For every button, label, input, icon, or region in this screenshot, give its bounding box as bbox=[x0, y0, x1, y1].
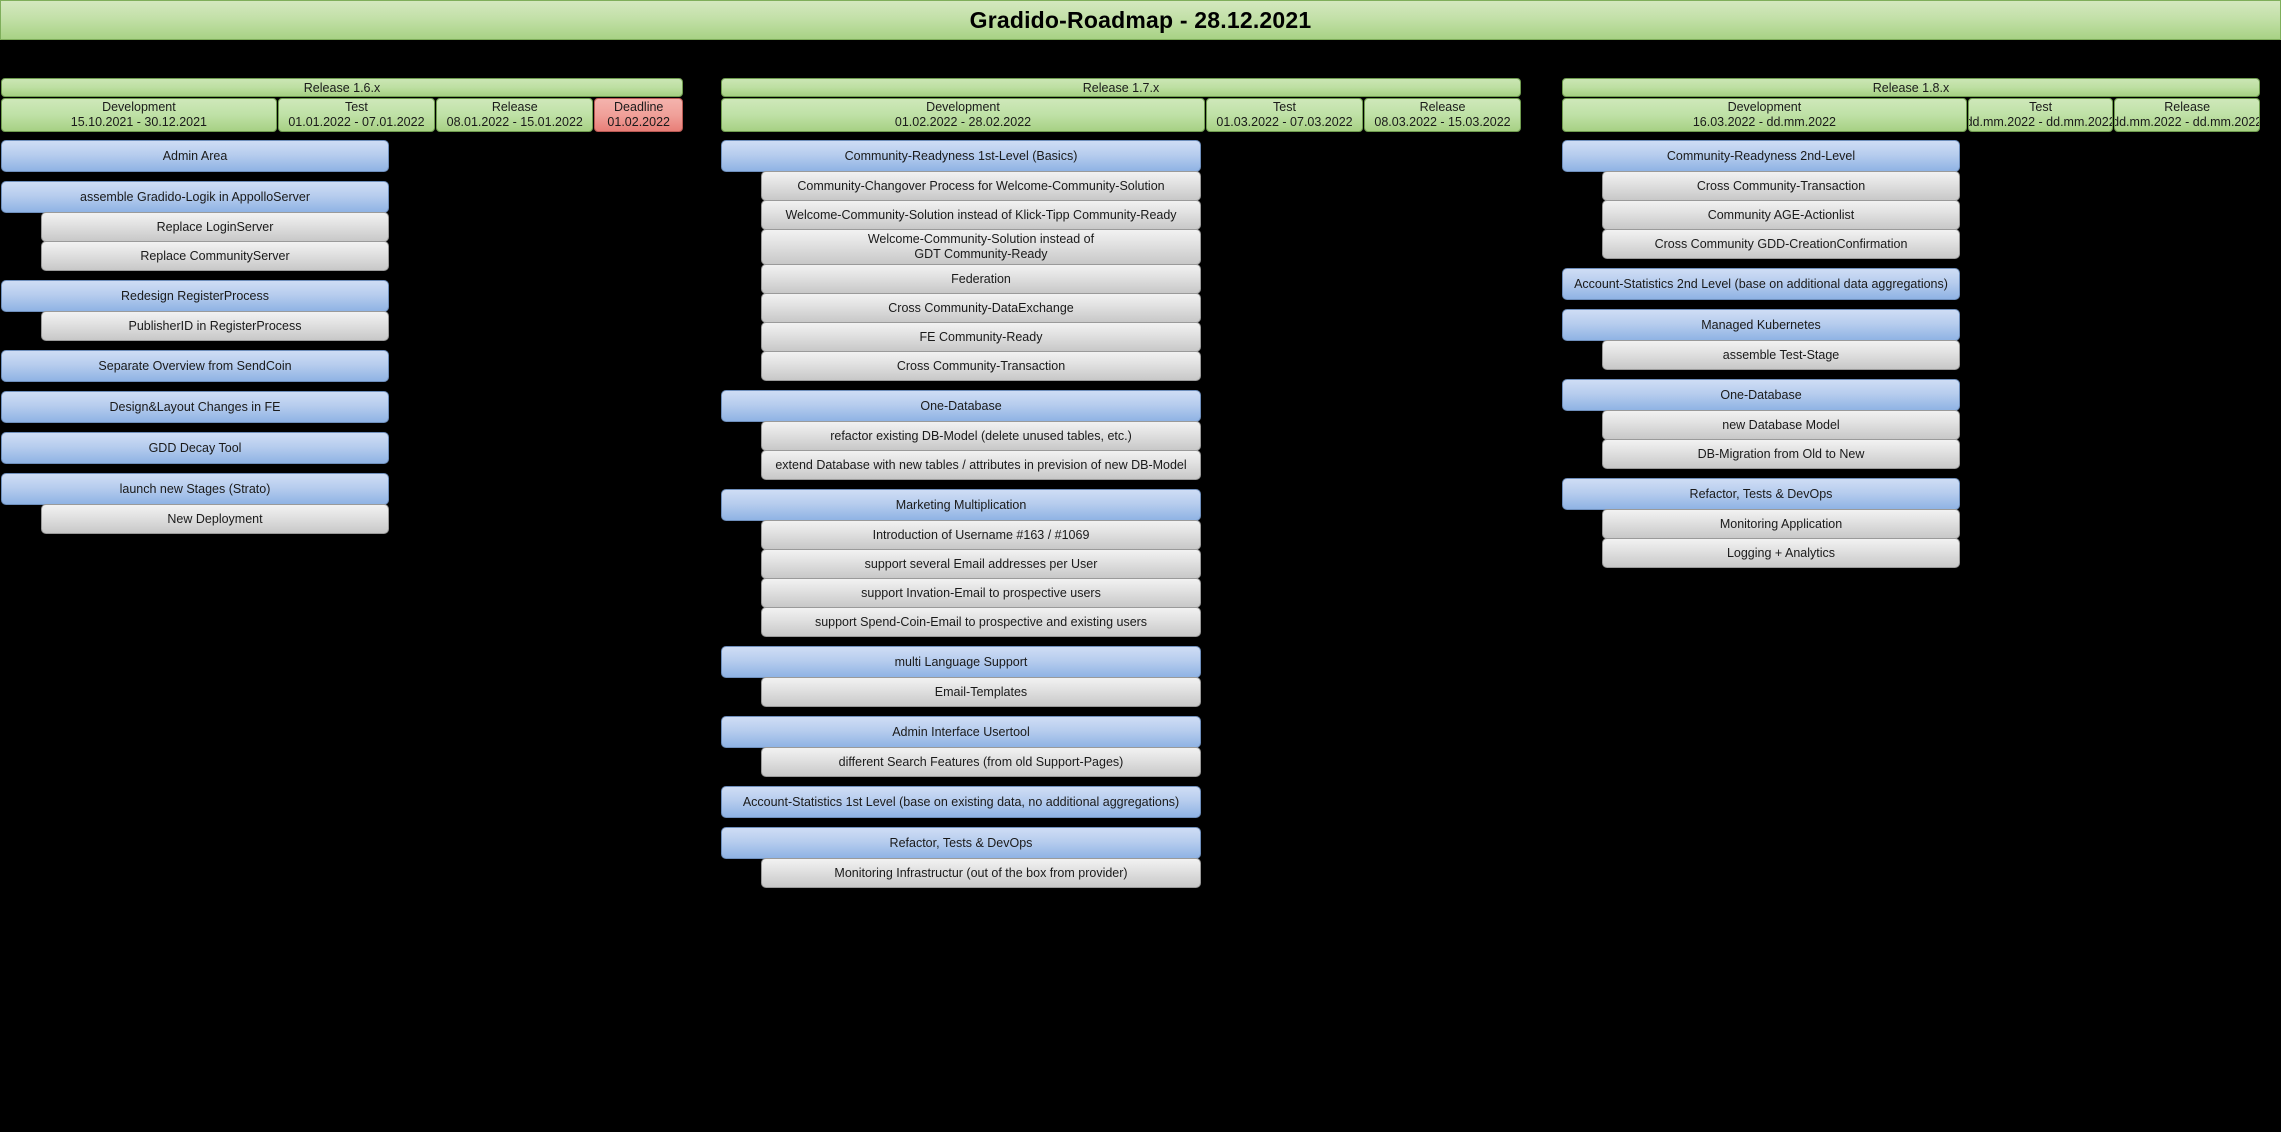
epic-item[interactable]: One-Database bbox=[721, 390, 1201, 422]
task-item[interactable]: support Spend-Coin-Email to prospective … bbox=[761, 607, 1201, 637]
task-item[interactable]: New Deployment bbox=[41, 504, 389, 534]
task-item[interactable]: different Search Features (from old Supp… bbox=[761, 747, 1201, 777]
epic-item[interactable]: Design&Layout Changes in FE bbox=[1, 391, 389, 423]
phase-dates: 16.03.2022 - dd.mm.2022 bbox=[1692, 115, 1836, 129]
phase-label: Test bbox=[2029, 100, 2053, 114]
epic-item[interactable]: Account-Statistics 1st Level (base on ex… bbox=[721, 786, 1201, 818]
release-title: Release 1.6.x bbox=[1, 78, 683, 97]
epic-item[interactable]: Community-Readyness 1st-Level (Basics) bbox=[721, 140, 1201, 172]
phase-dates: 15.10.2021 - 30.12.2021 bbox=[70, 115, 207, 129]
epic-item[interactable]: launch new Stages (Strato) bbox=[1, 473, 389, 505]
phase-label: Deadline bbox=[614, 100, 664, 114]
phase-label: Development bbox=[102, 100, 176, 114]
task-item[interactable]: Introduction of Username #163 / #1069 bbox=[761, 520, 1201, 550]
phase-dates: 01.02.2022 - 28.02.2022 bbox=[894, 115, 1032, 129]
task-item[interactable]: Community AGE-Actionlist bbox=[1602, 200, 1960, 230]
task-item[interactable]: Replace CommunityServer bbox=[41, 241, 389, 271]
phase-dates: 01.02.2022 bbox=[607, 115, 670, 129]
task-item[interactable]: FE Community-Ready bbox=[761, 322, 1201, 352]
task-item[interactable]: Monitoring Infrastructur (out of the box… bbox=[761, 858, 1201, 888]
task-item[interactable]: Replace LoginServer bbox=[41, 212, 389, 242]
phase-dates: 08.01.2022 - 15.01.2022 bbox=[446, 115, 583, 129]
phase-dates: 08.03.2022 - 15.03.2022 bbox=[1374, 115, 1511, 129]
phase-label: Development bbox=[1727, 100, 1802, 114]
release-title: Release 1.8.x bbox=[1562, 78, 2260, 97]
task-item[interactable]: refactor existing DB-Model (delete unuse… bbox=[761, 421, 1201, 451]
epic-item[interactable]: multi Language Support bbox=[721, 646, 1201, 678]
task-item[interactable]: support Invation-Email to prospective us… bbox=[761, 578, 1201, 608]
task-list: Admin Area assemble Gradido-Logik in Appo… bbox=[1, 140, 683, 534]
epic-item[interactable]: Marketing Multiplication bbox=[721, 489, 1201, 521]
task-item[interactable]: Cross Community-DataExchange bbox=[761, 293, 1201, 323]
epic-item[interactable]: Managed Kubernetes bbox=[1562, 309, 1960, 341]
phase-label: Test bbox=[344, 100, 368, 114]
task-list: Community-Readyness 1st-Level (Basics)Co… bbox=[721, 140, 1521, 888]
epic-item[interactable]: Separate Overview from SendCoin bbox=[1, 350, 389, 382]
phase-label: Development bbox=[926, 100, 1000, 114]
page-title-bar: Gradido-Roadmap - 28.12.2021 bbox=[0, 0, 2281, 40]
phase-dates: dd.mm.2022 - dd.mm.2022 bbox=[1967, 115, 2114, 129]
task-item[interactable]: Community-Changover Process for Welcome-… bbox=[761, 171, 1201, 201]
task-item[interactable]: Cross Community-Transaction bbox=[1602, 171, 1960, 201]
release-title: Release 1.7.x bbox=[721, 78, 1521, 97]
phase-label: Release bbox=[2164, 100, 2211, 114]
task-item[interactable]: Welcome-Community-Solution instead of Kl… bbox=[761, 200, 1201, 230]
epic-item[interactable]: Admin Area bbox=[1, 140, 389, 172]
epic-item[interactable]: Refactor, Tests & DevOps bbox=[1562, 478, 1960, 510]
task-item[interactable]: extend Database with new tables / attrib… bbox=[761, 450, 1201, 480]
epic-item[interactable]: Admin Interface Usertool bbox=[721, 716, 1201, 748]
phase-dates: 01.01.2022 - 07.01.2022 bbox=[288, 115, 425, 129]
task-item[interactable]: new Database Model bbox=[1602, 410, 1960, 440]
task-item[interactable]: Email-Templates bbox=[761, 677, 1201, 707]
task-item[interactable]: Welcome-Community-Solution instead of GD… bbox=[761, 229, 1201, 265]
task-item[interactable]: Federation bbox=[761, 264, 1201, 294]
task-item[interactable]: assemble Test-Stage bbox=[1602, 340, 1960, 370]
epic-item[interactable]: Account-Statistics 2nd Level (base on ad… bbox=[1562, 268, 1960, 300]
phase-dates: 01.03.2022 - 07.03.2022 bbox=[1216, 115, 1353, 129]
task-item[interactable]: Cross Community-Transaction bbox=[761, 351, 1201, 381]
task-item[interactable]: Logging + Analytics bbox=[1602, 538, 1960, 568]
task-item[interactable]: Cross Community GDD-CreationConfirmation bbox=[1602, 229, 1960, 259]
task-item[interactable]: support several Email addresses per User bbox=[761, 549, 1201, 579]
task-item[interactable]: PublisherID in RegisterProcess bbox=[41, 311, 389, 341]
epic-item[interactable]: Redesign RegisterProcess bbox=[1, 280, 389, 312]
phase-label: Release bbox=[491, 100, 538, 114]
task-item[interactable]: DB-Migration from Old to New bbox=[1602, 439, 1960, 469]
epic-item[interactable]: One-Database bbox=[1562, 379, 1960, 411]
phase-label: Release bbox=[1419, 100, 1466, 114]
task-item[interactable]: Monitoring Application bbox=[1602, 509, 1960, 539]
epic-item[interactable]: GDD Decay Tool bbox=[1, 432, 389, 464]
phase-label: Test bbox=[1273, 100, 1296, 114]
epic-item[interactable]: assemble Gradido-Logik in AppolloServer bbox=[1, 181, 389, 213]
phase-dates: dd.mm.2022 - dd.mm.2022 bbox=[2114, 115, 2260, 129]
epic-item[interactable]: Refactor, Tests & DevOps bbox=[721, 827, 1201, 859]
epic-item[interactable]: Community-Readyness 2nd-Level bbox=[1562, 140, 1960, 172]
page-title: Gradido-Roadmap - 28.12.2021 bbox=[969, 6, 1312, 33]
